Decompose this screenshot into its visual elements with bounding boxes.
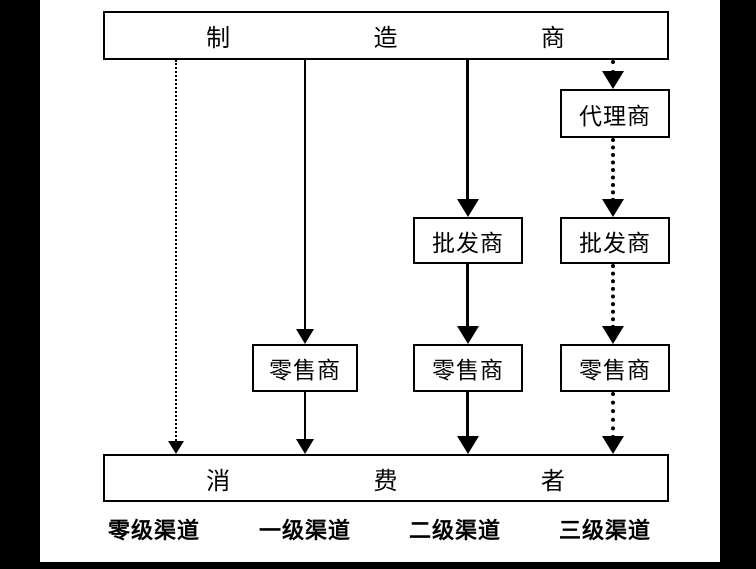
arrow-down-icon (457, 436, 479, 454)
channel-label-zero-level: 零级渠道 (107, 519, 200, 544)
retailer-label: 零售商 (579, 358, 651, 384)
left-black-bar (0, 0, 40, 569)
arrow-down-icon (168, 441, 184, 454)
consumer-box: 消 费 者 (103, 454, 669, 502)
manufacturer-char: 商 (540, 24, 566, 52)
arrow-down-icon (602, 326, 624, 344)
retailer-label: 零售商 (432, 358, 504, 384)
arrow-down-icon (457, 326, 479, 344)
bottom-black-bar (0, 562, 756, 569)
retailer-box-two-level: 零售商 (413, 344, 523, 392)
one-level-line-manufacturer-retailer (304, 60, 306, 331)
consumer-char: 者 (540, 466, 566, 495)
manufacturer-box: 制 造 商 (103, 11, 669, 60)
one-level-line-retailer-consumer (304, 392, 306, 441)
agent-box: 代理商 (560, 89, 670, 138)
channel-label-one-level: 一级渠道 (258, 519, 351, 544)
arrow-down-icon (602, 436, 624, 454)
right-black-bar (720, 0, 756, 569)
arrow-down-icon (457, 199, 479, 217)
consumer-char: 消 (206, 466, 232, 495)
retailer-box-three-level: 零售商 (560, 344, 670, 392)
agent-label: 代理商 (579, 103, 651, 130)
two-level-line-wholesaler-retailer (466, 264, 469, 330)
three-level-line-wholesaler-retailer (611, 264, 615, 329)
channel-label-two-level: 二级渠道 (408, 519, 501, 544)
channel-label-three-level: 三级渠道 (558, 519, 651, 544)
two-level-line-manufacturer-wholesaler (466, 60, 469, 201)
retailer-box-one-level: 零售商 (252, 344, 358, 392)
manufacturer-char: 造 (373, 24, 399, 52)
zero-level-dotted-line (175, 60, 177, 441)
two-level-line-retailer-consumer (466, 392, 469, 440)
three-level-line-retailer-consumer (611, 392, 615, 439)
consumer-char: 费 (373, 466, 399, 495)
wholesaler-box-three-level: 批发商 (560, 217, 670, 264)
three-level-line-manufacturer-agent (611, 60, 615, 74)
retailer-label: 零售商 (269, 358, 341, 384)
wholesaler-label: 批发商 (432, 230, 504, 257)
arrow-down-icon (602, 199, 624, 217)
manufacturer-char: 制 (206, 24, 232, 52)
wholesaler-box-two-level: 批发商 (413, 217, 523, 264)
wholesaler-label: 批发商 (579, 230, 651, 257)
arrow-down-icon (296, 329, 314, 344)
arrow-down-icon (602, 71, 624, 89)
arrow-down-icon (296, 439, 314, 454)
three-level-line-agent-wholesaler (611, 138, 615, 202)
